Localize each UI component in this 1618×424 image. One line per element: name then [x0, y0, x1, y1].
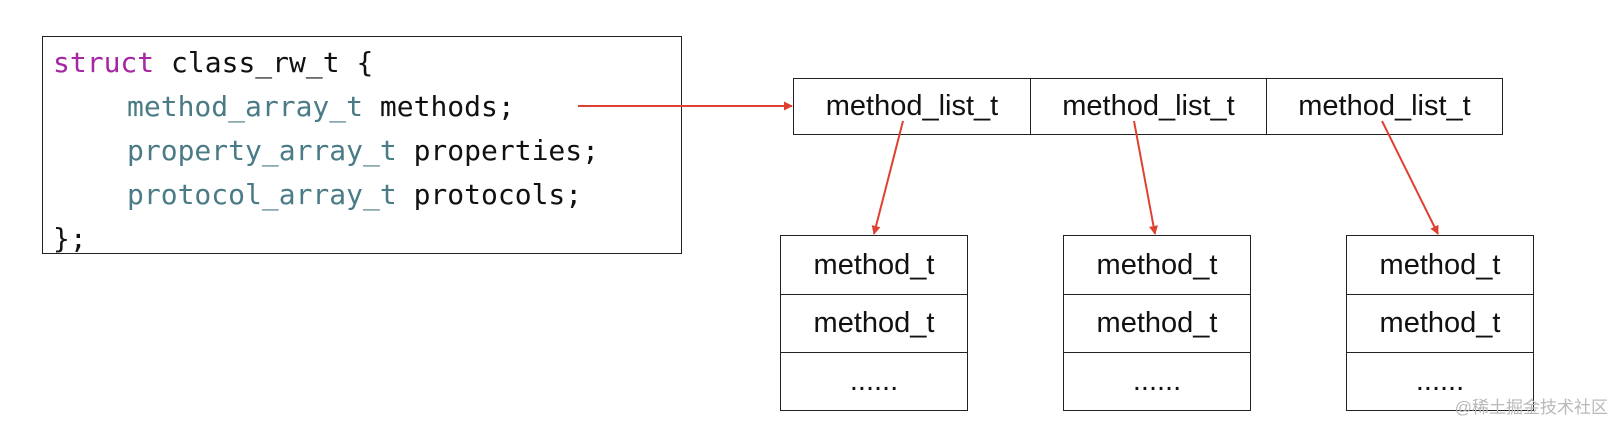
- method-stack-1: method_t method_t ......: [780, 235, 968, 411]
- code-line-properties: property_array_t properties;: [53, 129, 681, 173]
- method-cell: method_t: [1064, 294, 1250, 352]
- arrow-list3-to-stack3: [1381, 120, 1439, 235]
- code-line-protocols: protocol_array_t protocols;: [53, 173, 681, 217]
- properties-type: property_array_t: [127, 134, 397, 167]
- struct-name: class_rw_t {: [154, 46, 374, 79]
- watermark: @稀土掘金技术社区: [1454, 398, 1608, 417]
- method-cell: method_t: [1096, 248, 1218, 281]
- methods-field: methods;: [363, 90, 515, 123]
- arrow-list1-to-stack1: [871, 120, 904, 235]
- method-cell: method_t: [1379, 248, 1501, 281]
- code-line-close: };: [53, 222, 87, 255]
- code-line-methods: method_array_t methods;: [53, 85, 681, 129]
- ellipsis-cell: ......: [1347, 352, 1533, 410]
- arrow-list2-to-stack2: [1133, 120, 1158, 235]
- properties-field: properties;: [396, 134, 600, 167]
- method-stack-3: method_t method_t ......: [1346, 235, 1534, 411]
- method-list-cell-2: method_list_t: [1030, 79, 1266, 134]
- ellipsis-cell: ......: [781, 352, 967, 410]
- method-cell: method_t: [1347, 294, 1533, 352]
- method-list-cell-3: method_list_t: [1266, 79, 1502, 134]
- ellipsis-cell: ......: [1064, 352, 1250, 410]
- protocols-type: protocol_array_t: [127, 178, 397, 211]
- method-list-row: method_list_t method_list_t method_list_…: [793, 78, 1503, 135]
- methods-type: method_array_t: [127, 90, 364, 123]
- method-cell: method_t: [813, 248, 935, 281]
- protocols-field: protocols;: [396, 178, 583, 211]
- code-line-struct: struct class_rw_t {: [53, 41, 681, 85]
- method-cell: method_t: [781, 294, 967, 352]
- method-stack-2: method_t method_t ......: [1063, 235, 1251, 411]
- struct-code-box: struct class_rw_t { method_array_t metho…: [42, 36, 682, 255]
- struct-keyword: struct: [53, 46, 155, 79]
- method-list-cell-1: method_list_t: [825, 90, 999, 122]
